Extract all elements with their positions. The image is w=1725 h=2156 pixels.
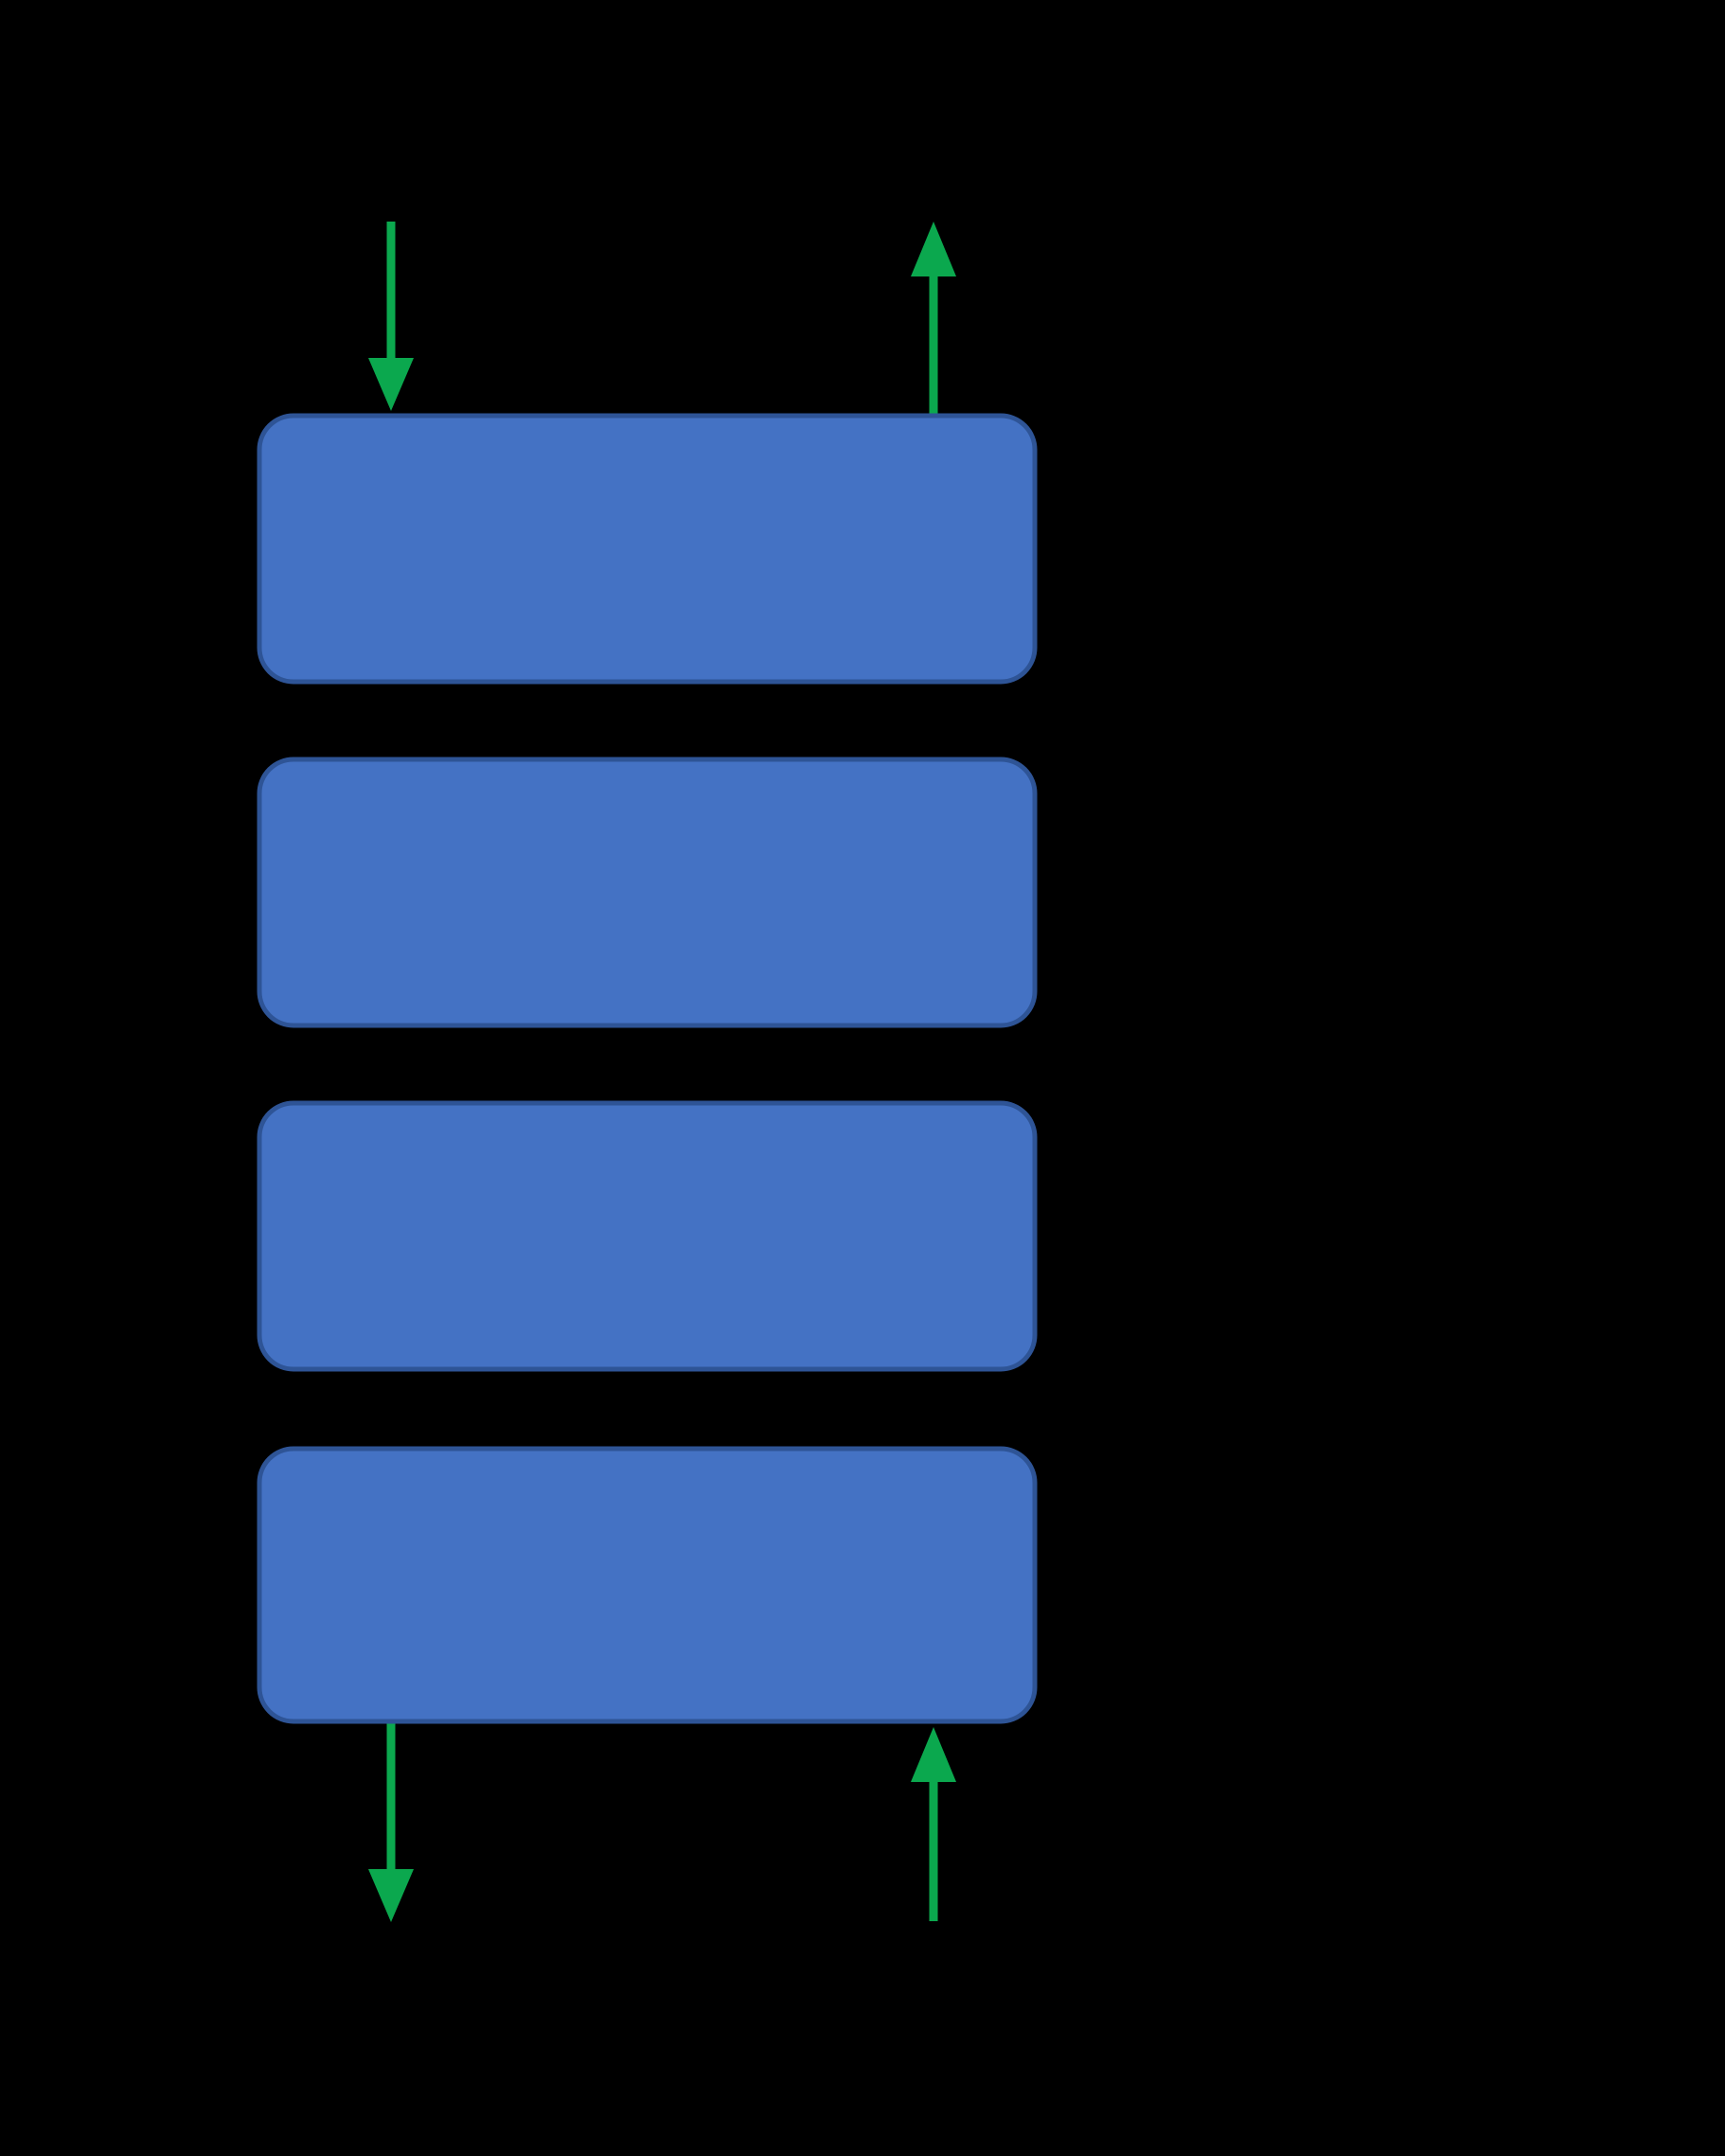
block-3[interactable] <box>257 1100 1038 1372</box>
arrow-bottom-out-head <box>368 1869 414 1922</box>
block-4-shape[interactable] <box>257 1446 1038 1724</box>
block-1[interactable] <box>257 413 1038 685</box>
arrow-group <box>368 222 956 1922</box>
arrow-top-out-head <box>911 222 956 276</box>
arrow-top-out-icon <box>911 222 956 414</box>
block-stack <box>257 413 1038 1724</box>
arrow-top-in-head <box>368 358 414 411</box>
block-2[interactable] <box>257 757 1038 1028</box>
arrow-top-in-icon <box>368 222 414 411</box>
block-2-shape[interactable] <box>257 757 1038 1028</box>
block-3-shape[interactable] <box>257 1100 1038 1372</box>
arrow-bottom-out-icon <box>368 1723 414 1922</box>
block-1-shape[interactable] <box>257 413 1038 685</box>
arrow-bottom-in-head <box>911 1727 956 1782</box>
arrow-bottom-in-icon <box>911 1727 956 1921</box>
block-4[interactable] <box>257 1446 1038 1724</box>
